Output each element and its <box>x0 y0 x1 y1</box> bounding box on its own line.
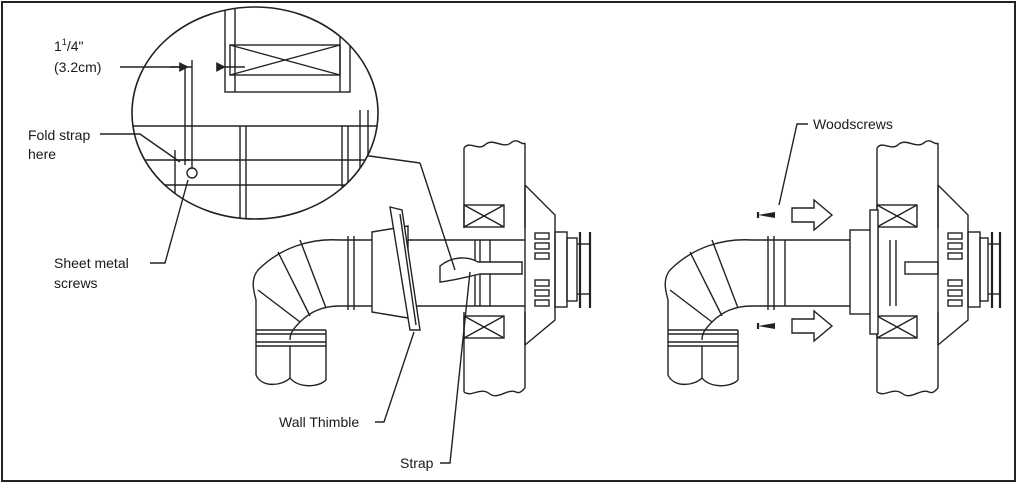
right-wall <box>849 140 1002 397</box>
dimension-label-metric: (3.2cm) <box>54 59 101 75</box>
dimension-label-imperial: 11/4" <box>54 37 83 54</box>
right-elbow <box>664 239 753 387</box>
labels: 11/4" (3.2cm) Fold strap here Sheet meta… <box>28 37 893 471</box>
wall-thimble-label: Wall Thimble <box>279 414 359 430</box>
woodscrews <box>756 123 834 343</box>
insert-arrow-upper <box>791 198 834 232</box>
sheet-metal-screws-label-line2: screws <box>54 275 98 291</box>
left-elbow <box>252 239 341 387</box>
left-wall <box>463 140 592 397</box>
wall-thimble <box>371 206 421 331</box>
right-horizontal-pipe <box>752 236 850 310</box>
right-assembly <box>664 123 1002 397</box>
woodscrews-label: Woodscrews <box>813 116 893 132</box>
insert-arrow-lower <box>791 309 834 343</box>
strap <box>439 257 523 283</box>
left-assembly <box>252 140 592 397</box>
detail-magnifier <box>131 6 379 220</box>
left-horizontal-pipe <box>340 236 525 310</box>
magnifier-leader <box>361 154 421 164</box>
fold-strap-label-line2: here <box>28 146 56 162</box>
fold-strap-label-line1: Fold strap <box>28 127 90 143</box>
strap-label: Strap <box>400 455 434 471</box>
left-callouts <box>100 133 471 464</box>
sheet-metal-screws-label-line1: Sheet metal <box>54 255 129 271</box>
magnifier-leader-2 <box>419 162 456 271</box>
